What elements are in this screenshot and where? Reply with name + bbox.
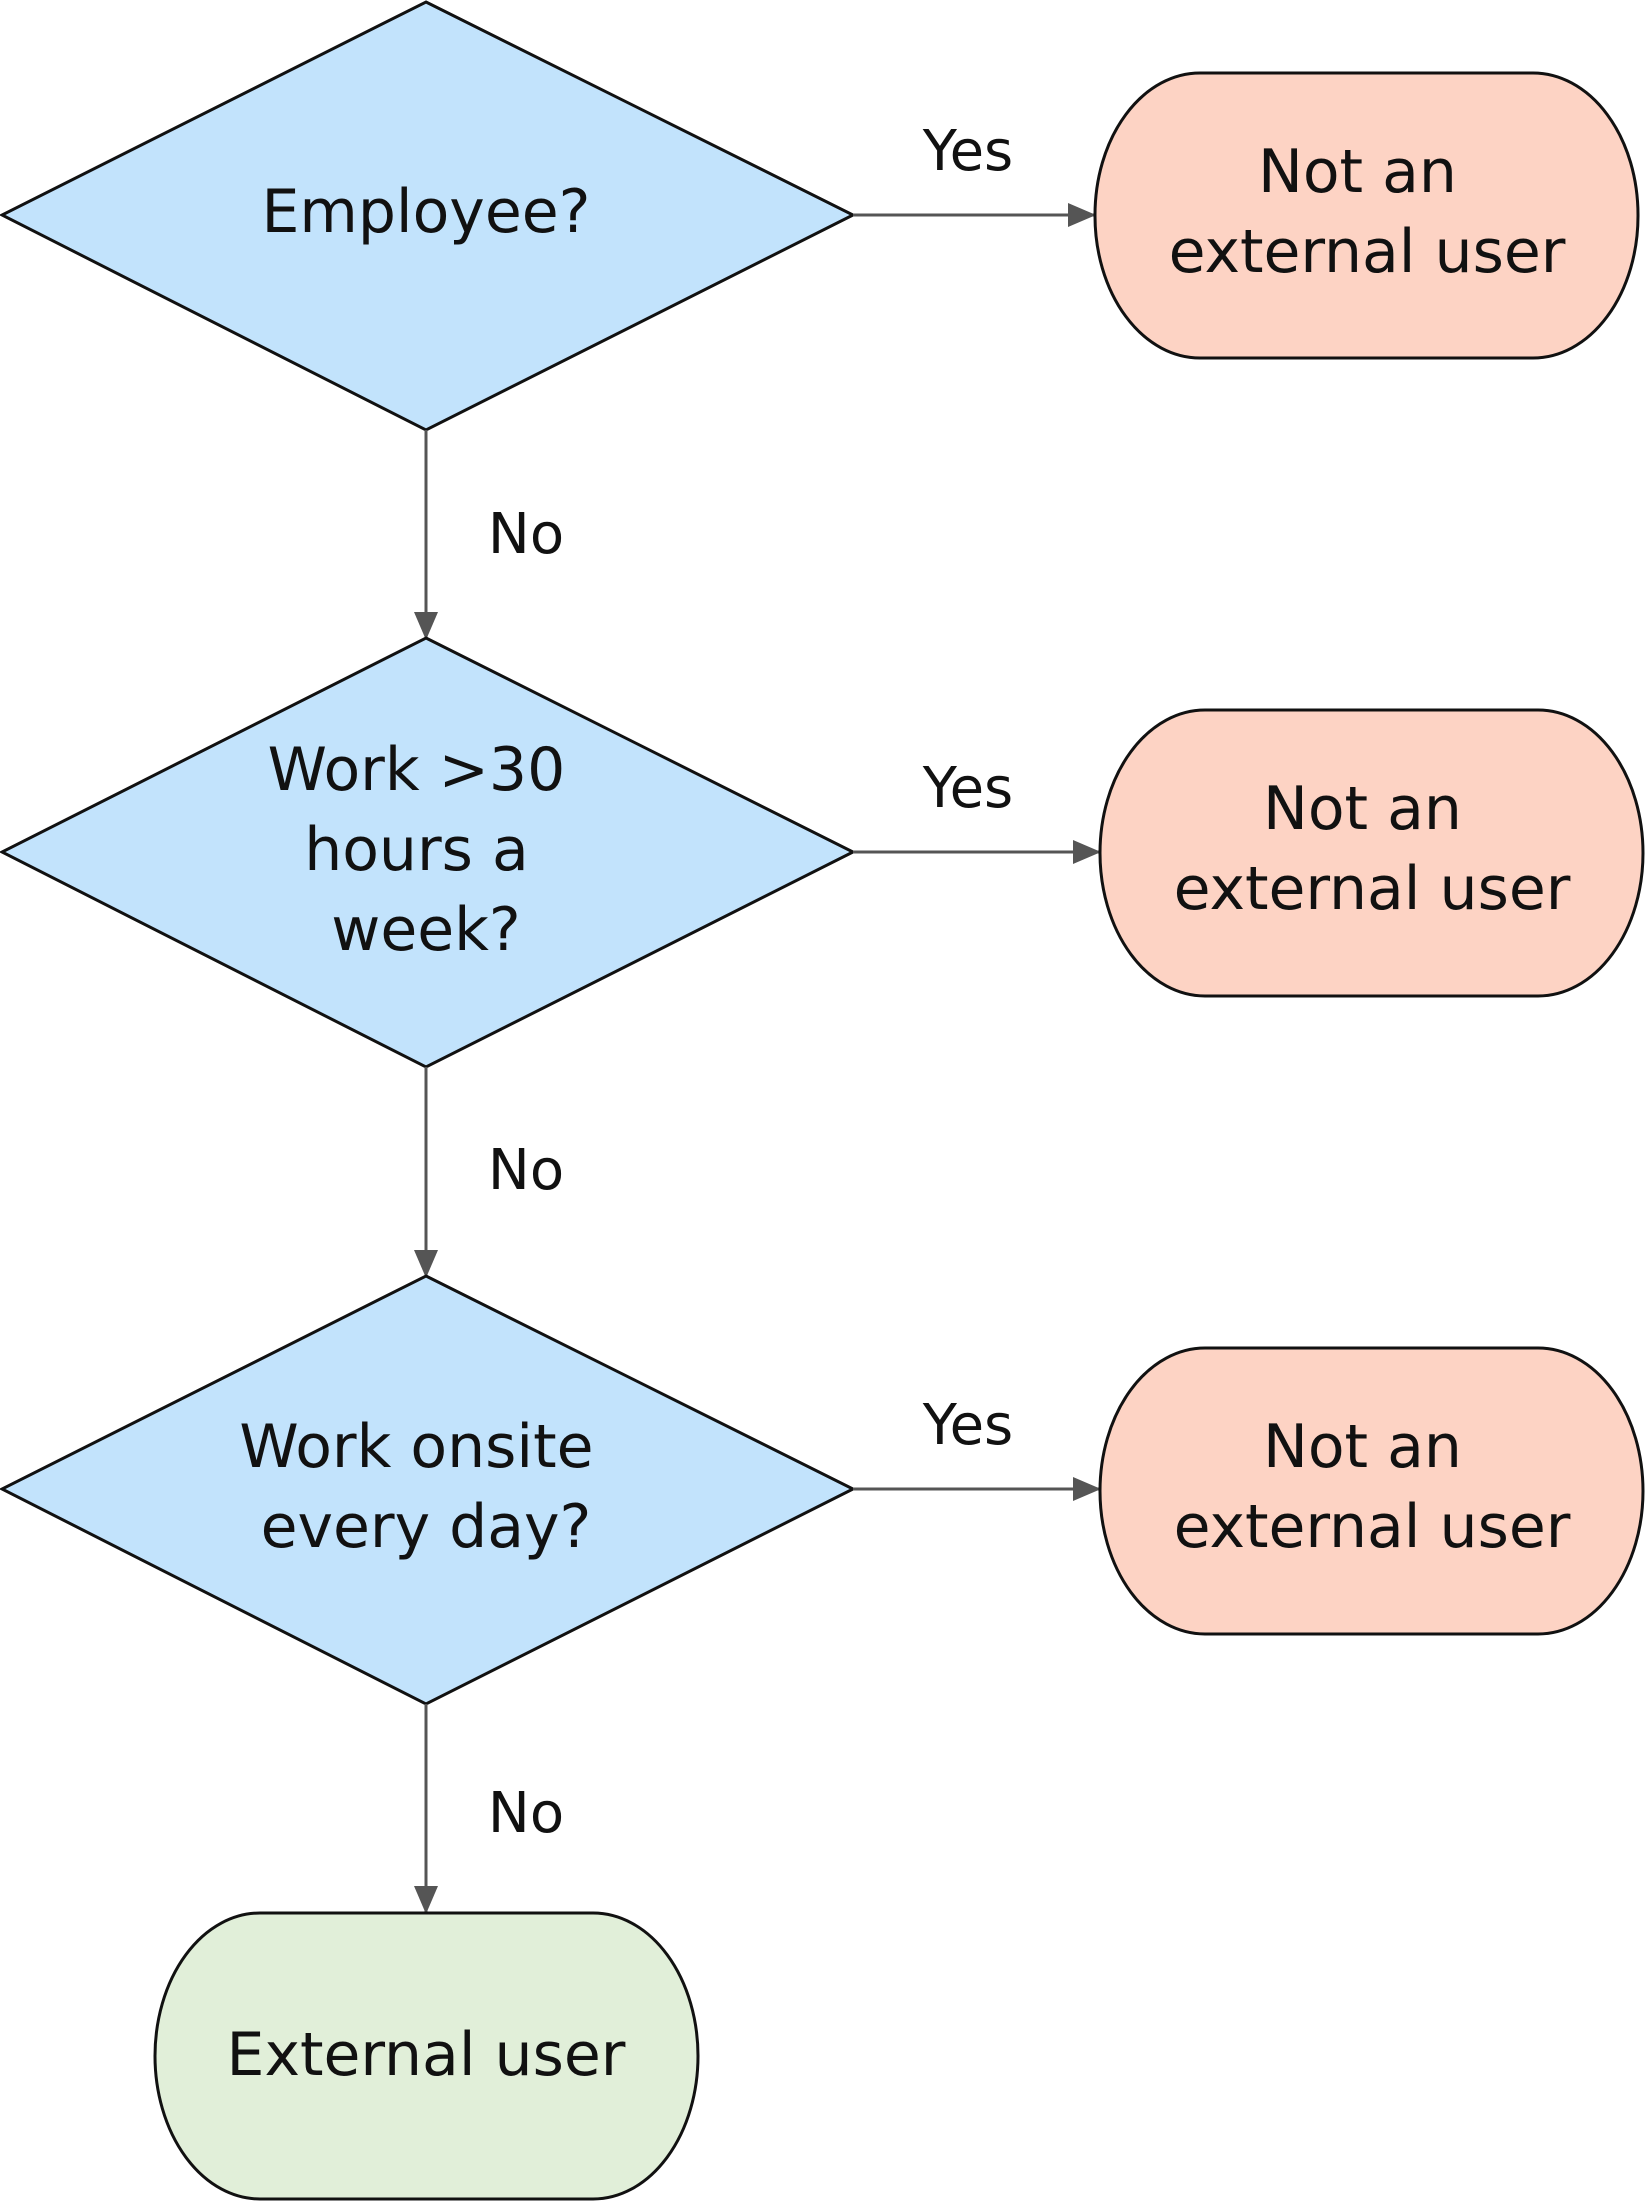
edge-onsite-no: No: [414, 1704, 564, 1914]
edge-label-yes-1: Yes: [922, 119, 1013, 184]
outcome-external-user-label: External user: [227, 2020, 626, 2090]
decision-onsite-diamond: [0, 1274, 857, 1706]
edge-hours-yes: Yes: [853, 756, 1101, 864]
outcome-not-external-3-label: Not an external user: [1174, 1412, 1571, 1562]
decision-employee: Employee?: [0, 0, 857, 432]
outcome-not-external-1-box: [1093, 71, 1640, 360]
outcome-not-external-2: Not an external user: [1098, 708, 1645, 998]
edge-label-no-3: No: [488, 1781, 564, 1846]
edge-label-no-1: No: [488, 502, 564, 567]
outcome-not-external-2-box: [1098, 708, 1645, 998]
edge-label-yes-3: Yes: [922, 1393, 1013, 1458]
outcome-not-external-2-label: Not an external user: [1174, 774, 1571, 924]
decision-employee-label: Employee?: [261, 177, 590, 247]
outcome-not-external-3: Not an external user: [1098, 1346, 1645, 1636]
outcome-external-user-box: [153, 1911, 700, 2201]
decision-hours-label: Work >30 hours a week?: [268, 735, 585, 965]
edge-employee-no: No: [414, 430, 564, 640]
edge-employee-yes: Yes: [853, 119, 1096, 227]
decision-hours: Work >30 hours a week?: [0, 636, 857, 1069]
outcome-not-external-1: Not an external user: [1093, 71, 1640, 360]
decision-onsite: Work onsite every day?: [0, 1274, 857, 1706]
edge-label-yes-2: Yes: [922, 756, 1013, 821]
edge-label-no-2: No: [488, 1138, 564, 1203]
outcome-not-external-1-label: Not an external user: [1169, 137, 1566, 287]
decision-onsite-label: Work onsite every day?: [239, 1412, 612, 1562]
outcome-not-external-3-box: [1098, 1346, 1645, 1636]
edge-hours-no: No: [414, 1067, 564, 1278]
edge-onsite-yes: Yes: [853, 1393, 1101, 1501]
outcome-external-user: External user: [153, 1911, 700, 2201]
